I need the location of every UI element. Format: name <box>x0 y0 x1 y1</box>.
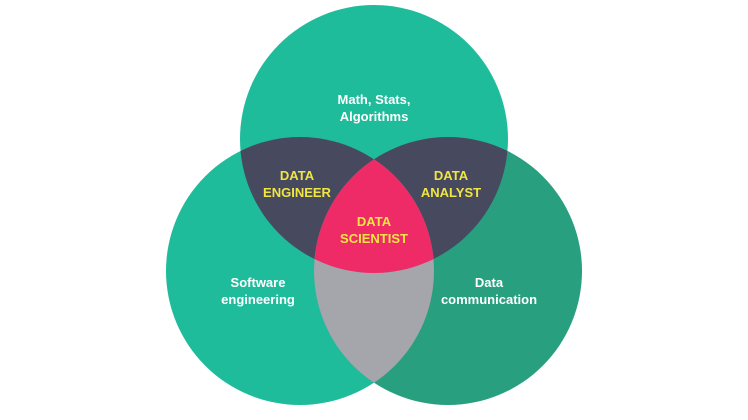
overlap-data-scientist <box>314 137 434 273</box>
label-math-stats: Math, Stats,Algorithms <box>338 92 411 124</box>
